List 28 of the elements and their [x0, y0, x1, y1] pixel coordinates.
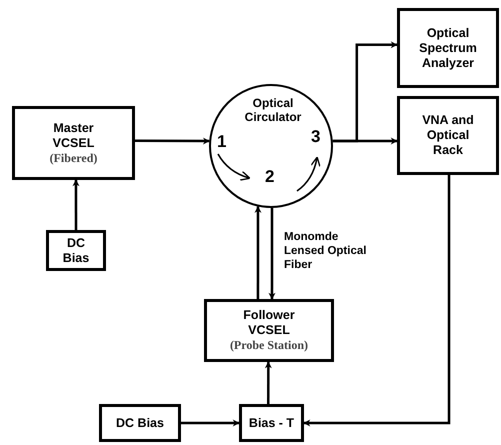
- node-title: DC Bias: [116, 416, 164, 430]
- port-number: 2: [265, 167, 274, 187]
- process-box: [397, 8, 499, 88]
- port-number: 3: [311, 127, 320, 147]
- node-title: Optical Spectrum Analyzer: [418, 26, 478, 70]
- node-title: Optical Circulator: [244, 96, 302, 124]
- node-title: Follower VCSEL: [242, 308, 296, 338]
- node-subtitle: (Probe Station): [230, 338, 308, 353]
- process-box: [239, 404, 304, 442]
- port-number: 1: [217, 132, 226, 152]
- node-title: VNA and Optical Rack: [421, 113, 475, 158]
- arrow: [303, 175, 450, 426]
- node-title: DC Bias: [62, 236, 90, 266]
- process-box: [99, 404, 181, 442]
- arrow: [181, 420, 240, 426]
- arrow: [268, 208, 276, 300]
- arrow: [135, 138, 210, 145]
- process-box: [46, 230, 106, 271]
- process-box: [204, 299, 334, 362]
- arrow: [72, 179, 80, 230]
- arrow: [254, 206, 262, 299]
- process-box: [12, 106, 135, 180]
- arrow: [264, 361, 272, 404]
- node-title: Bias - T: [248, 416, 294, 430]
- process-box: [397, 96, 499, 175]
- node-subtitle: (Fibered): [50, 150, 98, 166]
- arrow: [332, 138, 398, 145]
- node-title: Master VCSEL: [52, 120, 96, 150]
